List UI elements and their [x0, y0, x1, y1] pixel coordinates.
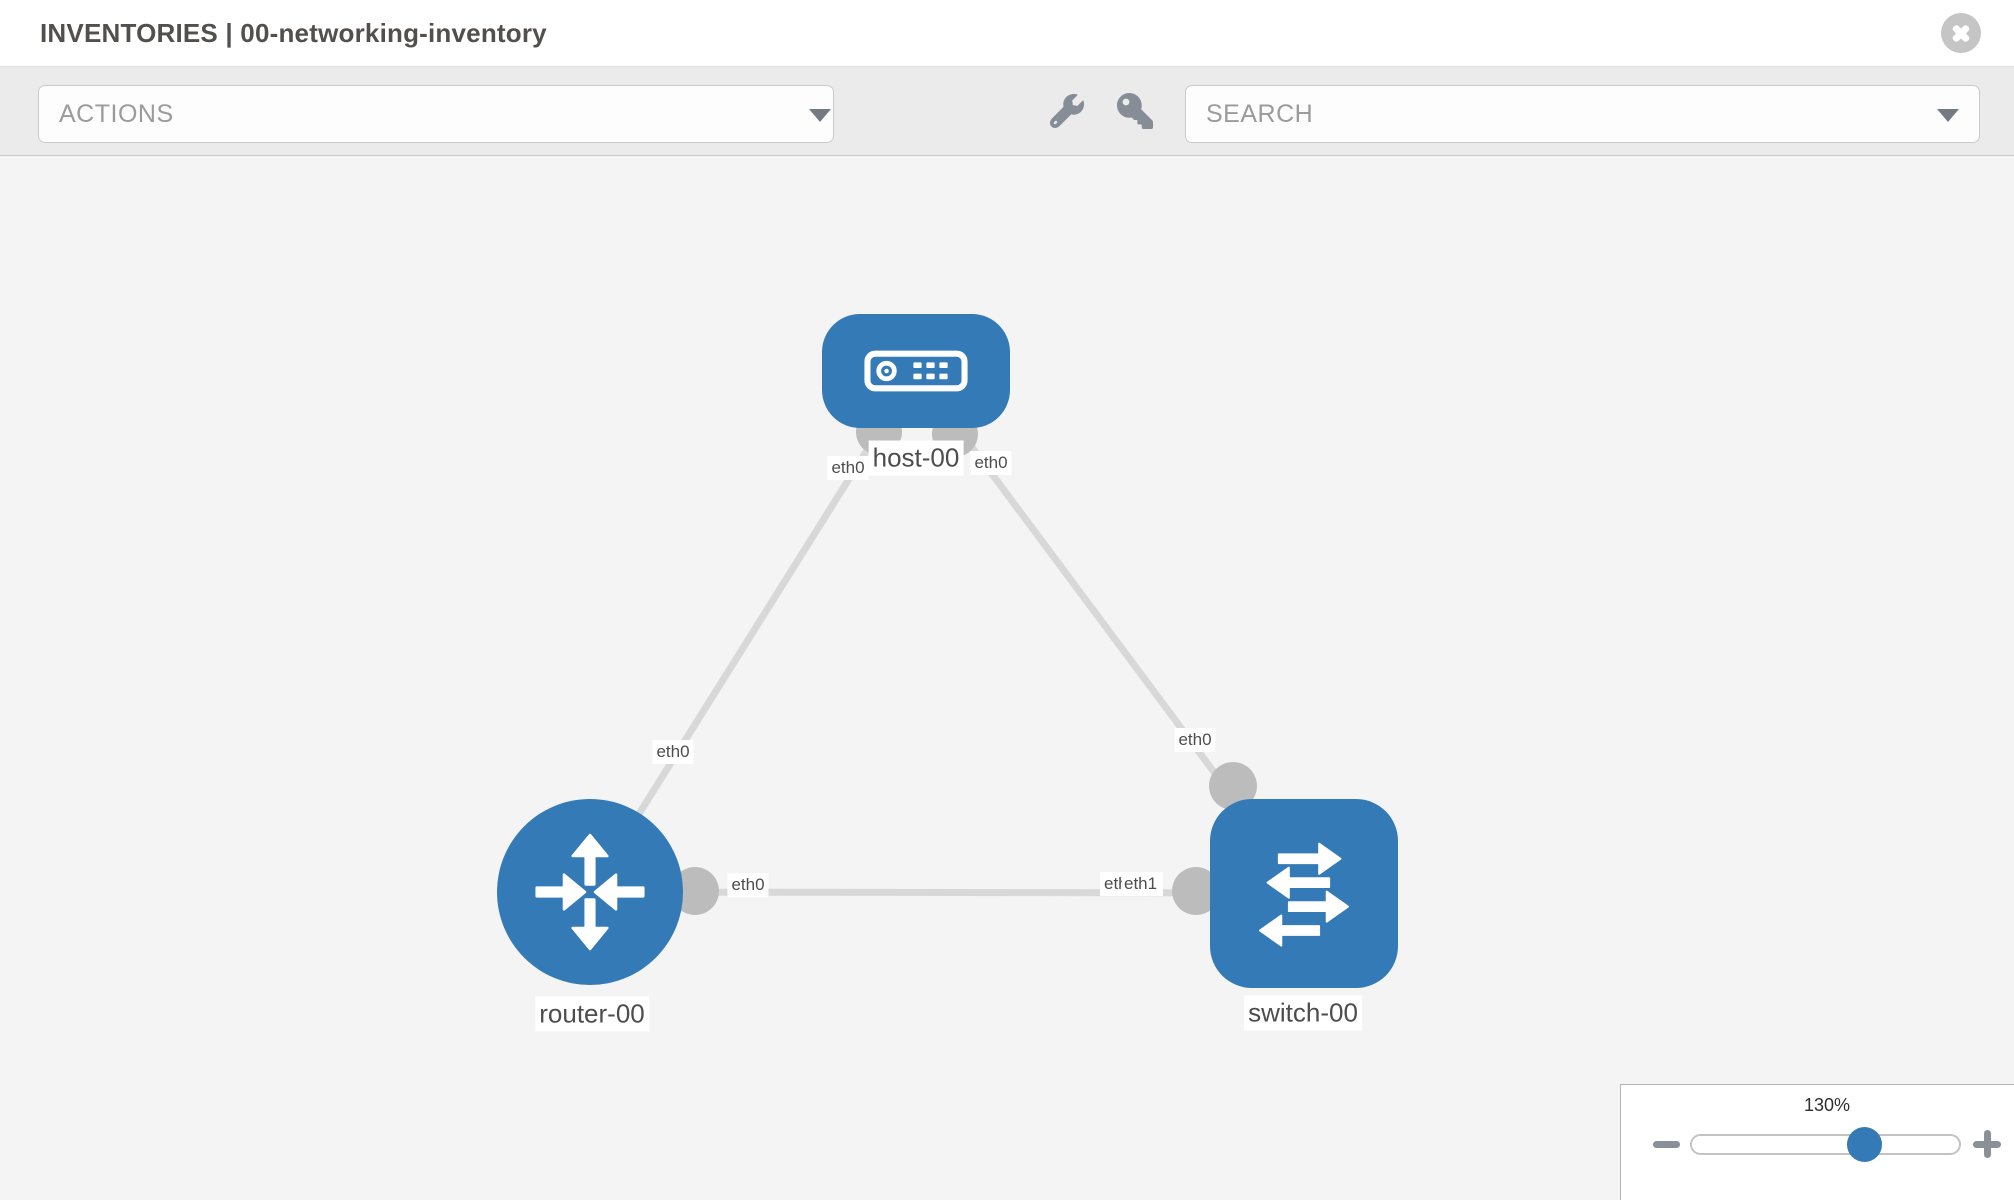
switch-icon [1258, 842, 1350, 947]
node-router-00[interactable] [497, 799, 683, 985]
close-icon [1941, 13, 1981, 53]
search-dropdown-label: SEARCH [1206, 100, 1314, 128]
chevron-down-icon [1937, 109, 1959, 122]
interface-label: eth0 [727, 873, 769, 897]
node-label-host: host-00 [868, 440, 964, 476]
interface-label: eth1 [1122, 872, 1164, 896]
page-title: INVENTORIES | 00-networking-inventory [40, 18, 547, 48]
port-circle [671, 867, 719, 915]
zoom-out-button[interactable] [1651, 1128, 1681, 1160]
interface-label: eth0 [827, 456, 869, 480]
interface-label: eth0 [1174, 728, 1216, 752]
node-switch-00[interactable] [1210, 799, 1398, 988]
header: INVENTORIES | 00-networking-inventory [0, 0, 2014, 67]
node-label-switch: switch-00 [1244, 995, 1362, 1031]
node-host-00[interactable] [822, 314, 1010, 428]
zoom-slider-handle[interactable] [1847, 1127, 1882, 1162]
node-label-router: router-00 [535, 996, 649, 1032]
configure-button[interactable] [1043, 83, 1091, 139]
host-icon [864, 350, 968, 392]
zoom-control-panel: 130% [1620, 1084, 2014, 1200]
router-icon [535, 833, 645, 951]
toolbar: ACTIONS SEARCH [0, 67, 2014, 156]
actions-dropdown[interactable]: ACTIONS [38, 85, 834, 143]
chevron-down-icon [809, 109, 831, 122]
close-button[interactable] [1941, 13, 1981, 53]
port-circle [1209, 762, 1257, 810]
zoom-level: 130% [1803, 1095, 1851, 1115]
topology-links-layer [587, 369, 1307, 915]
credentials-button[interactable] [1111, 83, 1159, 139]
wrench-icon [1050, 94, 1084, 128]
actions-dropdown-label: ACTIONS [59, 100, 174, 128]
search-dropdown[interactable]: SEARCH [1185, 85, 1980, 143]
zoom-slider-track[interactable] [1690, 1134, 1961, 1155]
interface-label: eth0 [970, 451, 1012, 475]
key-icon [1117, 93, 1153, 129]
interface-label: eth0 [652, 740, 694, 764]
port-circle [1172, 867, 1220, 915]
zoom-in-button[interactable] [1971, 1128, 2003, 1160]
topology-canvas[interactable]: eth0 host-00 eth0 eth0 eth0 eth0 eth0 et… [0, 156, 2014, 1200]
